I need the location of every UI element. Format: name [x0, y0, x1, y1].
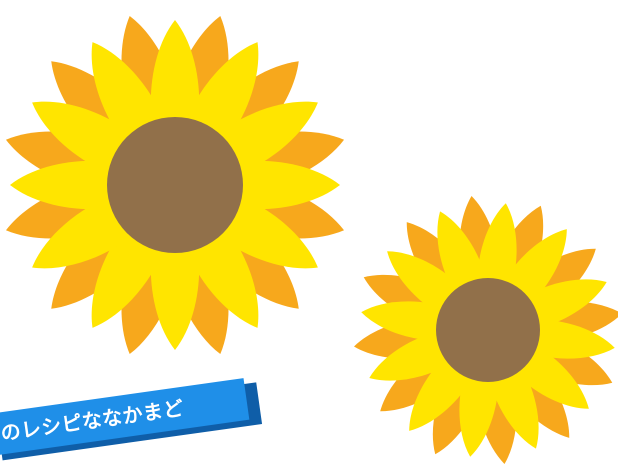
flower-center: [436, 278, 540, 382]
small-sunflower: [354, 196, 618, 464]
large-sunflower: [5, 15, 345, 355]
flower-center: [107, 117, 243, 253]
